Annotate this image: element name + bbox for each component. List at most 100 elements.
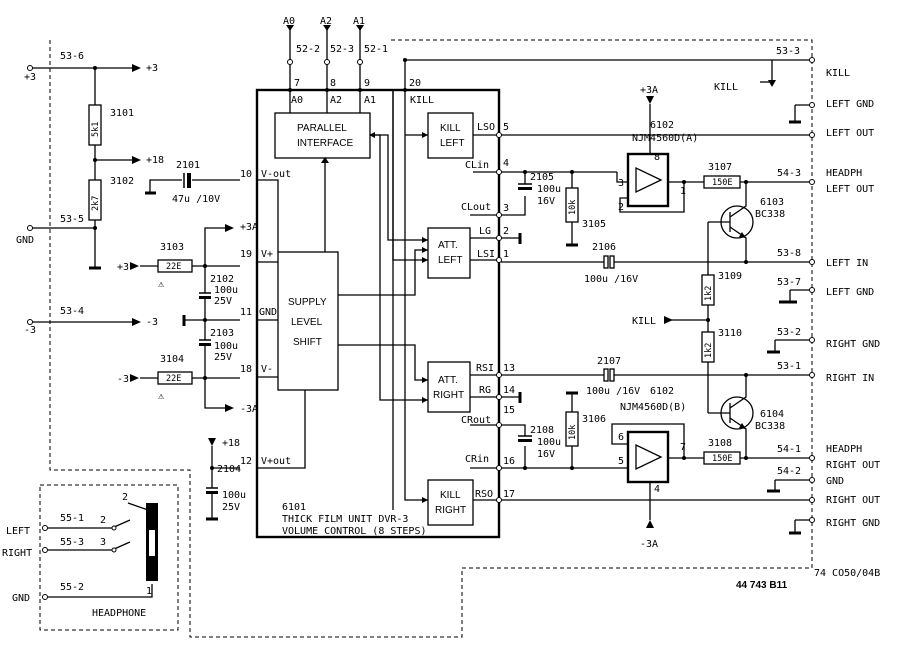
- pin-20: 20: [409, 78, 421, 89]
- addr-a2-label: A2: [320, 16, 332, 27]
- c2106-value: 100u /16V: [584, 274, 638, 285]
- att-left-label: ATT.: [438, 240, 458, 251]
- hp-right-label: RIGHT: [2, 548, 32, 559]
- att-right-label: ATT.: [438, 375, 458, 386]
- connector-54-2: 54-2: [777, 466, 801, 477]
- c2106-ref: 2106: [592, 242, 616, 253]
- opamp-b-pin7: 7: [680, 442, 686, 453]
- right-channel-stage: 2107 100u /16V 2108 100u 16V 10k 3106 61…: [501, 356, 812, 550]
- c2101-value: 47u /10V: [172, 194, 220, 205]
- pin-rso: RSO: [475, 489, 493, 500]
- r3109-value: 1k2: [704, 286, 714, 301]
- pin-clout: CLout: [461, 202, 491, 213]
- pin-12: 12: [240, 456, 252, 467]
- pin-gnd: GND: [259, 307, 277, 318]
- gnd-input-label: GND: [16, 235, 34, 246]
- connector-55-1: 55-1: [60, 513, 84, 524]
- pin-num-13: 13: [503, 363, 515, 374]
- kill-resistor-network: 1k2 3109 1k2 3110 KILL: [632, 222, 742, 413]
- connector-54-3: 54-3: [777, 168, 801, 179]
- r3103-warning-icon: ⚠: [158, 279, 165, 290]
- opamp-b-type: NJM4560D(B): [620, 402, 686, 413]
- shift-label: SHIFT: [293, 337, 322, 348]
- r3102-ref: 3102: [110, 176, 134, 187]
- r3101-value: 5k1: [91, 122, 101, 137]
- hp-pin-2-top: 2: [122, 492, 128, 503]
- pin-num-4: 4: [503, 158, 509, 169]
- connector-53-5: 53-5: [60, 214, 84, 225]
- c2107-value: 100u /16V: [586, 386, 640, 397]
- headph-right-out-label: RIGHT OUT: [826, 460, 880, 471]
- pin-num-5: 5: [503, 122, 509, 133]
- pin-lsi: LSI: [477, 249, 495, 260]
- opamp-b-ref: 6102: [650, 386, 674, 397]
- r3107-value: 150E: [712, 178, 732, 188]
- kill-connector-label: KILL: [826, 68, 850, 79]
- connector-53-8: 53-8: [777, 248, 801, 259]
- hp-pin-2: 2: [100, 515, 106, 526]
- headph-left-out-label: LEFT OUT: [826, 184, 874, 195]
- opamp-a-pin8: 8: [654, 152, 660, 163]
- left-gnd-label: LEFT GND: [826, 99, 874, 110]
- att-left-label-2: LEFT: [438, 255, 462, 266]
- pin-crin: CRin: [465, 454, 489, 465]
- pin-a0: A0: [291, 95, 303, 106]
- plus3a-upper: +3A: [240, 222, 258, 233]
- r3108-value: 150E: [712, 454, 732, 464]
- connector-55-2: 55-2: [60, 582, 84, 593]
- pin-num-3: 3: [503, 203, 509, 214]
- kill-left-label: KILL: [440, 123, 461, 134]
- headph-right-label: HEADPH: [826, 444, 862, 455]
- r3106-ref: 3106: [582, 414, 606, 425]
- headphone-socket: LEFT RIGHT GND 55-1 55-3 55-2 2 2 3 1 HE…: [2, 492, 158, 619]
- pin-19: 19: [240, 249, 252, 260]
- opamp-a-type: NJM4560D(A): [632, 133, 698, 144]
- opamp-a-supply: +3A: [640, 85, 658, 96]
- kill-arrow-label: KILL: [714, 82, 738, 93]
- c2104-value: 100u: [222, 490, 246, 501]
- connector-53-2: 53-2: [777, 327, 801, 338]
- hp-pin-3: 3: [100, 537, 106, 548]
- c2104-ref: 2104: [217, 464, 241, 475]
- c2108-ref: 2108: [530, 425, 554, 436]
- c2102-ref: 2102: [210, 274, 234, 285]
- plus3-to-r3103: +3: [117, 262, 129, 273]
- opamp-a-pin3: 3: [618, 178, 624, 189]
- unit-ref-6101: 6101: [282, 502, 306, 513]
- pin-a2: A2: [330, 95, 342, 106]
- connector-53-3: 53-3: [776, 46, 800, 57]
- minus3-to-r3104: -3: [117, 374, 129, 385]
- opamp-b-pin5: 5: [618, 456, 624, 467]
- opamp-b-pin4: 4: [654, 484, 660, 495]
- headph-left-label: HEADPH: [826, 168, 862, 179]
- right-out-label: RIGHT OUT: [826, 495, 880, 506]
- kill-right-label: KILL: [440, 490, 461, 501]
- minus3a-lower: -3A: [240, 404, 258, 415]
- pin-kill: KILL: [410, 95, 434, 106]
- left-in-label: LEFT IN: [826, 258, 868, 269]
- output-connectors: 53-3 KILL KILL LEFT GND LEFT OUT 54-3 HE…: [403, 46, 880, 535]
- hp-pin-1: 1: [146, 586, 152, 597]
- c2103-voltage: 25V: [214, 352, 232, 363]
- level-label: LEVEL: [291, 317, 323, 328]
- r3107-ref: 3107: [708, 162, 732, 173]
- pin-18: 18: [240, 364, 252, 375]
- pin-a1: A1: [364, 95, 376, 106]
- address-inputs: A0 A2 A1 52-2 52-3 52-1: [283, 16, 388, 90]
- pin-num-17: 17: [503, 489, 515, 500]
- connector-52-3: 52-3: [330, 44, 354, 55]
- pin-lso: LSO: [477, 122, 495, 133]
- r3104-value: 22E: [166, 374, 181, 384]
- q6104-ref: 6104: [760, 409, 784, 420]
- pin-rg: RG: [479, 385, 491, 396]
- c2105-value: 100u: [537, 184, 561, 195]
- pin-num-14: 14: [503, 385, 515, 396]
- r3104-ref: 3104: [160, 354, 184, 365]
- right-gnd-label: RIGHT GND: [826, 339, 880, 350]
- connector-53-7: 53-7: [777, 277, 801, 288]
- board-outline: [39, 39, 813, 638]
- c2101-ref: 2101: [176, 160, 200, 171]
- c2107-ref: 2107: [597, 356, 621, 367]
- parallel-interface-label: PARALLEL: [297, 123, 347, 134]
